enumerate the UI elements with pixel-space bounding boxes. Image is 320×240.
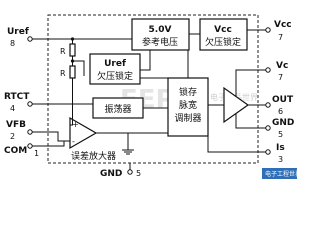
reference-5v-block <box>131 18 190 51</box>
uref-uvlo-line2: 欠压锁定 <box>97 70 133 82</box>
wire-urefuvlo-ref <box>140 50 151 71</box>
pwm-line2: 脉宽 <box>179 99 197 111</box>
pin-com-label: COM <box>4 146 27 156</box>
pwm-line3: 调制器 <box>174 112 201 124</box>
site-logo-badge <box>262 168 297 179</box>
pin-is <box>265 149 271 155</box>
reference-5v-line2: 参考电压 <box>142 36 178 48</box>
wire-vc-to-driver <box>235 69 268 96</box>
pin-rtct <box>27 101 33 107</box>
vcc-uvlo-line1: Vcc <box>214 25 232 35</box>
uref-uvlo-line1: Uref <box>104 59 126 69</box>
pwm-line1: 锁存 <box>179 86 197 98</box>
resistor-upper <box>69 43 76 57</box>
oscillator-label: 振荡器 <box>104 103 131 115</box>
pin-gnd-right-label: GND <box>272 118 294 128</box>
pin-vcc-label: Vcc <box>274 20 292 30</box>
pin-out-number: 6 <box>278 107 283 116</box>
error-amplifier-symbol <box>69 116 98 150</box>
wire-com <box>30 141 65 147</box>
pin-out <box>265 102 271 108</box>
wire-vfb-to-erramp <box>30 131 70 142</box>
pin-vc-label: Vc <box>276 61 288 71</box>
pin-is-label: Is <box>276 143 285 153</box>
resistor-upper-label: R <box>60 47 66 56</box>
pin-vcc-number: 7 <box>278 33 283 42</box>
pin-gnd-bottom <box>127 169 133 175</box>
resistor-lower <box>69 65 76 79</box>
pin-gnd-bottom-label: GND <box>100 169 122 179</box>
pin-gnd-right-number: 5 <box>278 130 283 139</box>
wire-is-to-pwm <box>207 136 268 153</box>
pin-rtct-number: 4 <box>10 104 15 113</box>
ground-symbol <box>122 133 134 155</box>
pin-com <box>27 143 33 149</box>
pin-vcc <box>265 27 271 33</box>
pin-vfb <box>27 129 33 135</box>
pin-gnd-right <box>265 125 271 131</box>
pin-rtct-label: RTCT <box>4 92 30 102</box>
junction-divider <box>70 59 75 63</box>
reference-5v-line1: 5.0V <box>149 25 172 35</box>
pin-gnd-bottom-number: 5 <box>136 169 141 178</box>
wire-divider-tap <box>72 60 85 76</box>
pwm-controller-block-diagram: EEPW 电子产品世界 5.0V 参考电压 Vcc 欠压锁定 Uref 欠压锁定… <box>4 14 299 179</box>
pin-out-label: OUT <box>272 95 294 105</box>
pin-uref-label: Uref <box>7 27 29 37</box>
pin-uref-number: 8 <box>10 39 15 48</box>
pin-vfb-number: 2 <box>10 132 15 141</box>
resistor-lower-label: R <box>60 69 66 78</box>
error-amp-minus-sign: - <box>72 137 75 146</box>
pin-uref <box>27 36 33 42</box>
pin-com-number: 1 <box>34 149 39 158</box>
error-amplifier-label: 误差放大器 <box>71 150 116 162</box>
vcc-uvlo-line2: 欠压锁定 <box>205 36 241 48</box>
vcc-uvlo-block <box>199 18 248 51</box>
chip-boundary <box>47 14 259 164</box>
error-amp-plus-sign: + <box>72 120 79 129</box>
pin-vfb-label: VFB <box>6 120 26 130</box>
site-logo-text: 电子工程世界 <box>265 170 299 178</box>
pin-vc <box>265 67 271 73</box>
junction-uref <box>70 37 75 41</box>
pin-is-number: 3 <box>278 155 283 164</box>
wire-driver-gnd <box>235 114 268 129</box>
pin-vc-number: 7 <box>278 73 283 82</box>
uref-uvlo-block <box>89 53 141 85</box>
